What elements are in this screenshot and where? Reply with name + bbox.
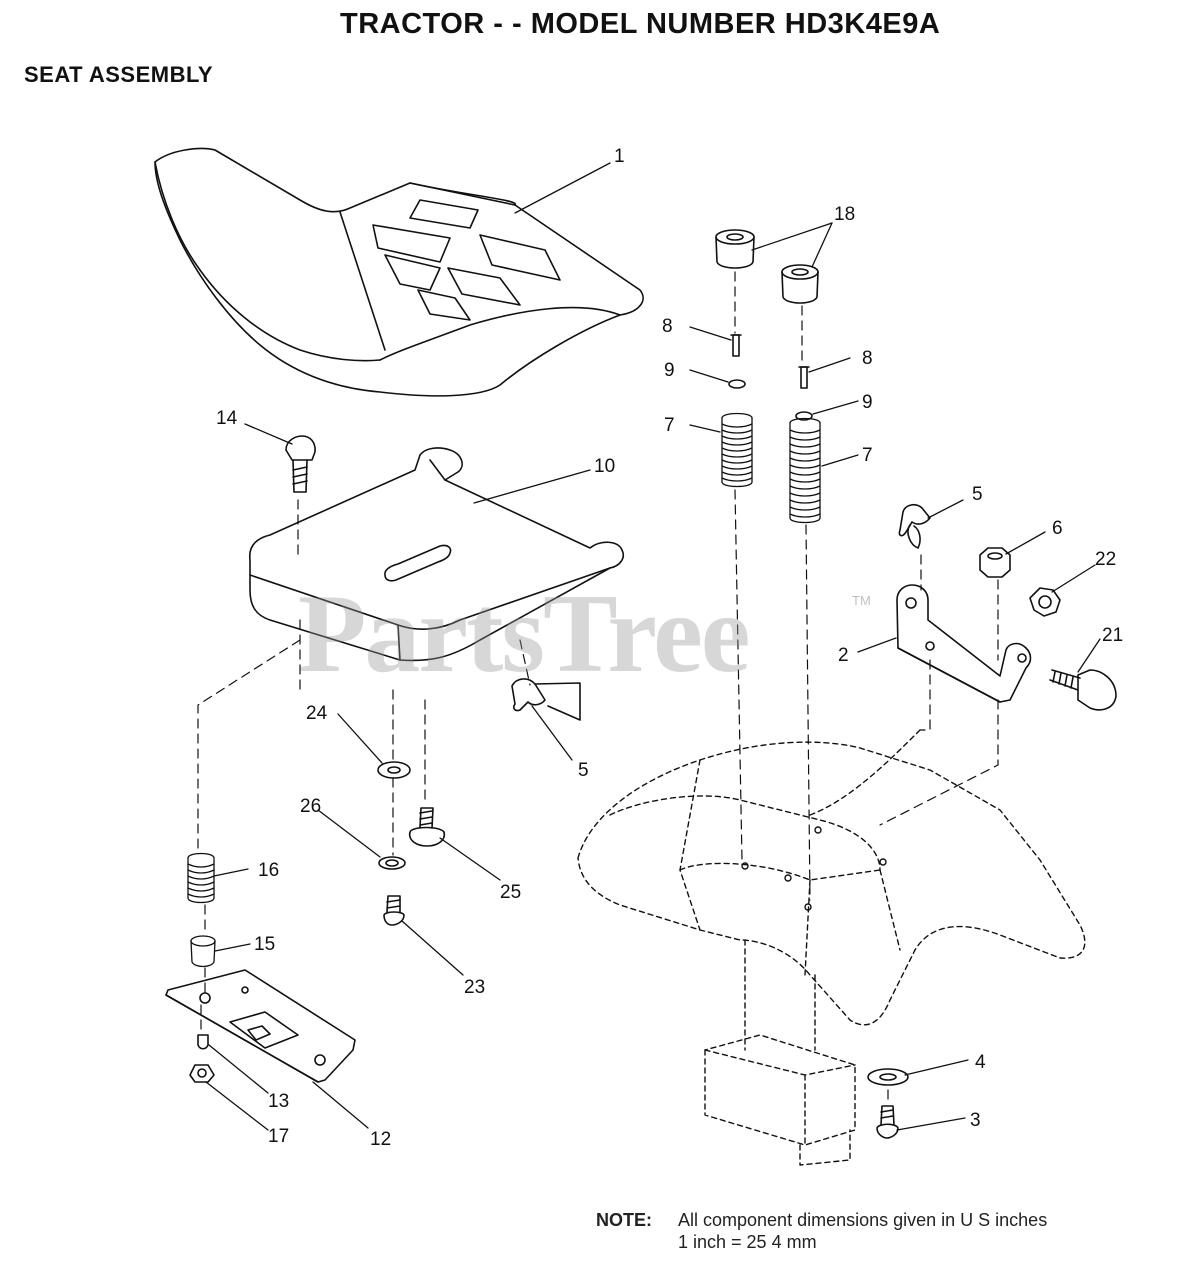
callout-10: 10 [594, 456, 615, 477]
callout-21: 21 [1102, 625, 1123, 646]
watermark-logo: PartsTree [298, 572, 751, 696]
callout-23: 23 [464, 977, 485, 998]
note-line-2: 1 inch = 25 4 mm [678, 1232, 817, 1252]
note-line-1: All component dimensions given in U S in… [678, 1210, 1048, 1230]
callout-16: 16 [258, 860, 279, 881]
callout-14: 14 [216, 408, 238, 429]
callout-7a: 7 [664, 415, 675, 436]
dimension-note: NOTE: All component dimensions given in U… [596, 1209, 1047, 1253]
part-washers-bolts[interactable] [377, 761, 446, 926]
part-lower-spring-bumper[interactable] [187, 852, 216, 968]
part-fender-chassis [577, 729, 1086, 1166]
part-seat-pan[interactable] [248, 447, 625, 662]
callout-8b: 8 [862, 348, 873, 369]
assembly-lines [197, 271, 999, 1104]
part-mounting-plate[interactable] [165, 969, 356, 1083]
part-washer-bolt-lower[interactable] [867, 1068, 909, 1139]
callout-5a: 5 [972, 484, 983, 505]
part-bumpers[interactable] [715, 229, 819, 304]
section-title: SEAT ASSEMBLY [24, 62, 214, 87]
callout-4: 4 [975, 1052, 986, 1073]
callout-25: 25 [500, 882, 521, 903]
page-title: TRACTOR - - MODEL NUMBER HD3K4E9A [340, 8, 941, 40]
callout-13: 13 [268, 1091, 289, 1112]
callout-26: 26 [300, 796, 321, 817]
callout-6: 6 [1052, 518, 1063, 539]
part-carriage-bolt[interactable] [285, 435, 316, 493]
callout-12: 12 [370, 1129, 391, 1150]
callout-3: 3 [970, 1110, 981, 1131]
callout-17: 17 [268, 1126, 289, 1147]
callout-1: 1 [614, 146, 625, 167]
callout-15: 15 [254, 934, 275, 955]
callout-5b: 5 [578, 760, 589, 781]
part-clips[interactable] [511, 503, 931, 721]
watermark-trademark: TM [852, 593, 871, 608]
part-springs[interactable] [721, 412, 821, 524]
callout-labels: 1 18 8 8 9 9 7 7 14 10 5 5 6 22 21 2 24 … [216, 146, 1123, 1150]
part-screws-washers[interactable] [728, 334, 813, 421]
callout-24: 24 [306, 703, 328, 724]
part-seat[interactable] [154, 147, 644, 397]
note-label: NOTE: [596, 1210, 652, 1230]
callout-7b: 7 [862, 445, 873, 466]
part-bracket[interactable] [896, 584, 1032, 703]
part-nuts[interactable] [979, 547, 1061, 617]
callout-22: 22 [1095, 549, 1116, 570]
callout-9a: 9 [664, 360, 675, 381]
part-shoulder-bolt[interactable] [1049, 669, 1117, 711]
callout-9b: 9 [862, 392, 873, 413]
fender-holes [741, 826, 887, 911]
callout-8a: 8 [662, 316, 673, 337]
leader-lines [205, 162, 1101, 1131]
callout-18: 18 [834, 204, 855, 225]
callout-2: 2 [838, 645, 849, 666]
